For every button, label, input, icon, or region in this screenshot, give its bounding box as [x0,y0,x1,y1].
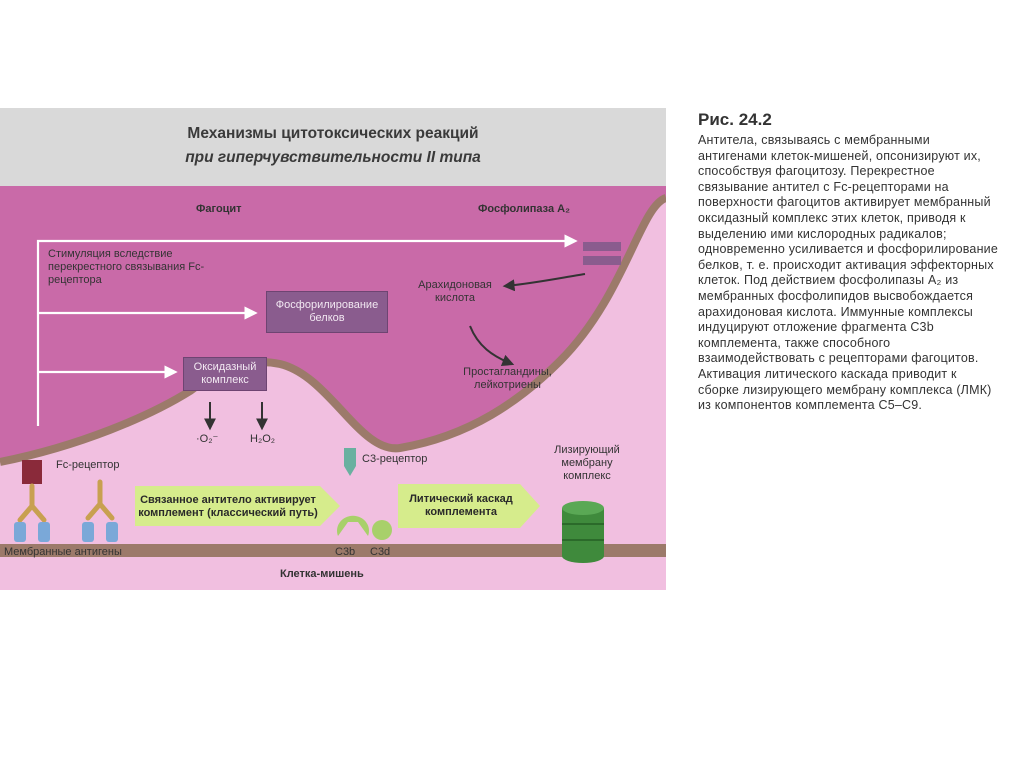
antigens-2 [82,522,118,542]
phagocyte-membrane [0,194,666,466]
figure-title-bar: Механизмы цитотоксических реакций при ги… [0,108,666,186]
lytic-cascade-box: Литический каскад комплемента [409,493,513,518]
fc-receptor-block [22,460,42,484]
caption-body: Антитела, связываясь с мембранными антиг… [698,133,999,413]
figure-caption: Рис. 24.2 Антитела, связываясь с мембран… [698,110,998,414]
c3-receptor-label: C3-рецептор [362,453,428,465]
arachidonic-arrow-in [502,273,586,292]
prostaglandin-arrow [469,325,515,367]
phosphorylation-box: Фосфорилирование белков [266,291,388,333]
phospholipase-label: Фосфолипаза A₂ [478,203,570,215]
c3-receptor-shape [344,448,356,476]
c3b-label: C3b [335,546,356,558]
phospholipase-bar-1 [583,242,621,251]
oxidase-box: Оксидазный комплекс [183,357,267,391]
antibody-complement-shape [135,486,320,526]
c3d-shape [372,520,392,540]
antibody-complement-tip [320,486,340,526]
c3d-label: C3d [370,546,391,558]
phagocyte-label: Фагоцит [196,203,242,215]
antigens-1 [14,522,50,542]
lysing-complex-label: Лизирующий мембрану комплекс [554,444,620,482]
antibody-1 [17,483,47,523]
c3b-shape [337,515,369,536]
antibody-2 [85,479,115,521]
target-cell-label: Клетка-мишень [280,568,364,580]
target-membrane [0,544,666,557]
superoxide-label: ·O₂⁻ [196,433,219,445]
diagram-scene [0,186,666,590]
lysing-complex-barrel [562,501,604,563]
h2o2-label: H₂O₂ [250,433,276,445]
phospholipase-bar-2 [583,256,621,265]
stimulation-label: Стимуляция вследствие перекрестного связ… [48,248,205,286]
membrane-antigens-label: Мембранные антигены [4,546,122,558]
fc-receptor-label: Fc-рецептор [56,459,120,471]
figure: Механизмы цитотоксических реакций при ги… [0,108,666,590]
prostaglandins-label: Простагландины, лейкотриены [463,366,552,391]
arachidonic-label: Арахидоновая кислота [418,279,492,304]
figure-title-line2: при гиперчувствительности II типа [185,149,481,166]
antibody-complement-box: Связанное антитело активирует комплемент… [138,494,318,519]
caption-title: Рис. 24.2 [698,110,772,129]
figure-title-line1: Механизмы цитотоксических реакций [187,125,479,142]
stimulation-arrows [36,234,578,426]
lytic-cascade-shape [398,484,540,528]
